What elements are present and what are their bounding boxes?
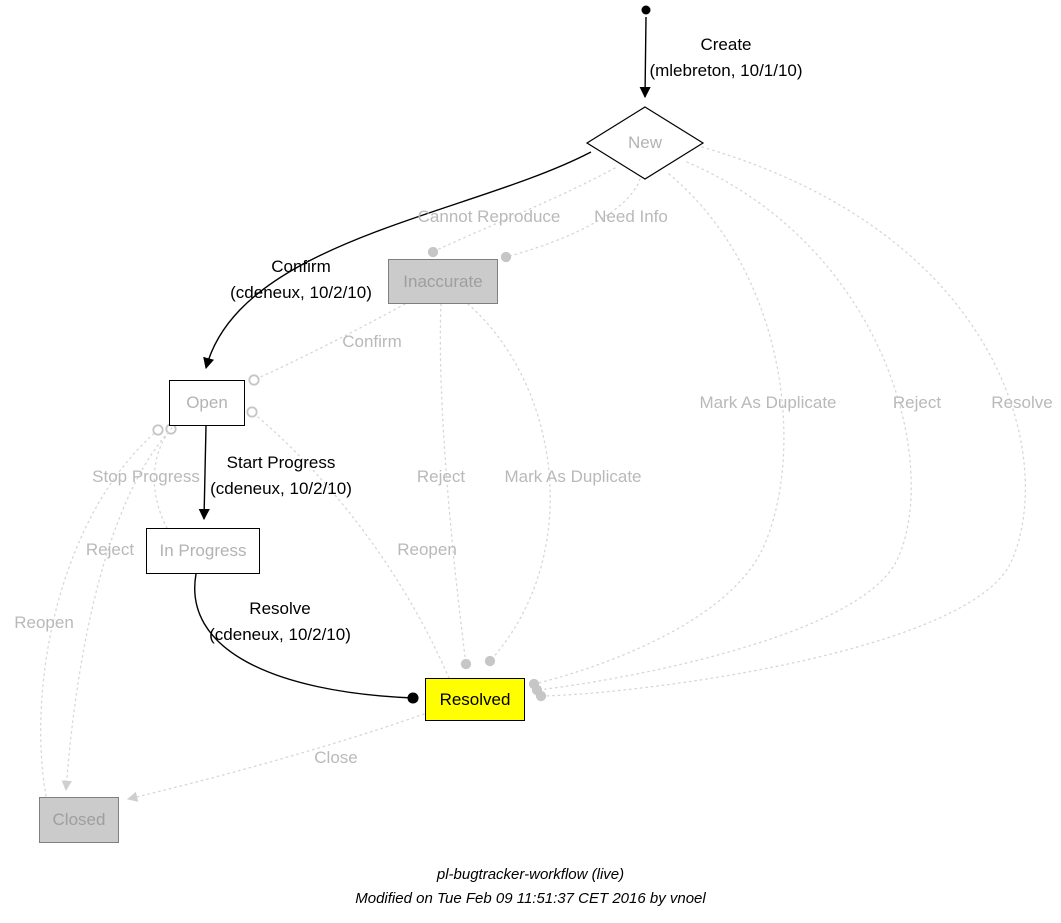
edge-label-reopen-from-resolved: Reopen: [397, 540, 457, 559]
state-node-inaccurate: Inaccurate: [388, 259, 498, 304]
diagram-modified-line: Modified on Tue Feb 09 11:51:37 CET 2016…: [355, 890, 706, 907]
edge-need-info: [500, 178, 641, 263]
initial-state-node: [641, 5, 651, 15]
state-label-resolved: Resolved: [439, 689, 511, 709]
edge-start-progress-executed: [198, 425, 210, 521]
state-node-open: Open: [169, 380, 245, 426]
edge-label-confirm-by: (cdeneux, 10/2/10): [230, 283, 372, 302]
edge-reject-left: [61, 427, 173, 792]
edge-label-start-progress-name: Start Progress: [226, 453, 336, 472]
edge-label-resolve-name: Resolve: [249, 599, 311, 618]
state-label-inaccurate: Inaccurate: [403, 271, 483, 291]
edge-label-confirm-available: Confirm: [342, 332, 402, 351]
edge-reject-from-new: [531, 161, 912, 696]
edge-resolve-from-new: [535, 146, 1027, 702]
edge-label-resolve-by: (cdeneux, 10/2/10): [209, 625, 351, 644]
state-label-closed: Closed: [52, 810, 106, 829]
diagram-title: pl-bugtracker-workflow (live): [436, 866, 625, 883]
diagram-caption: pl-bugtracker-workflow (live) Modified o…: [0, 863, 1061, 911]
edge-label-cannot-reproduce: Cannot Reproduce: [417, 207, 561, 226]
edge-reopen-from-closed: [40, 424, 164, 797]
state-node-new-shape: [585, 106, 705, 180]
edge-label-mark-as-duplicate-from-new: Mark As Duplicate: [699, 393, 837, 412]
edge-label-reject-left: Reject: [85, 540, 135, 559]
edge-label-reject-from-new: Reject: [892, 393, 942, 412]
edge-label-confirm-name: Confirm: [271, 257, 331, 276]
edge-label-stop-progress: Stop Progress: [92, 467, 200, 486]
edge-label-reject-mid: Reject: [416, 467, 466, 486]
edge-resolve-executed: [194, 573, 419, 704]
edge-label-resolve-executed: Resolve (cdeneux, 10/2/10): [209, 596, 351, 648]
edge-confirm-executed: [203, 151, 592, 370]
edge-label-start-progress-by: (cdeneux, 10/2/10): [210, 479, 352, 498]
state-label-in-progress: In Progress: [159, 541, 247, 560]
edge-label-close: Close: [314, 748, 358, 767]
edge-label-create-by: (mlebreton, 10/1/10): [649, 61, 803, 80]
state-label-open: Open: [186, 393, 228, 412]
edge-reopen-from-resolved: [246, 406, 450, 679]
edge-label-need-info: Need Info: [594, 207, 668, 226]
edge-label-reopen-from-closed: Reopen: [14, 613, 74, 632]
edge-label-mark-as-duplicate-mid: Mark As Duplicate: [504, 467, 642, 486]
edge-label-create-name: Create: [700, 35, 752, 54]
edge-cannot-reproduce: [427, 167, 616, 258]
state-node-closed: Closed: [39, 797, 119, 843]
state-node-resolved-current: Resolved: [425, 678, 525, 721]
edge-stop-progress: [153, 423, 177, 529]
edge-label-start-progress-executed: Start Progress (cdeneux, 10/2/10): [210, 450, 352, 502]
edge-label-create: Create (mlebreton, 10/1/10): [649, 32, 802, 84]
edge-label-confirm-executed: Confirm (cdeneux, 10/2/10): [230, 254, 372, 306]
edge-label-resolve-from-new: Resolve: [991, 393, 1053, 412]
state-node-in-progress: In Progress: [146, 528, 260, 574]
edge-create: [639, 16, 651, 99]
edge-mark-as-duplicate-mid: [467, 303, 551, 667]
edge-reject-mid: [439, 303, 472, 670]
edge-mark-as-duplicate-from-new: [528, 173, 785, 690]
edge-confirm-available: [248, 303, 406, 386]
edge-close: [126, 713, 425, 802]
state-node-new: New: [627, 133, 663, 152]
